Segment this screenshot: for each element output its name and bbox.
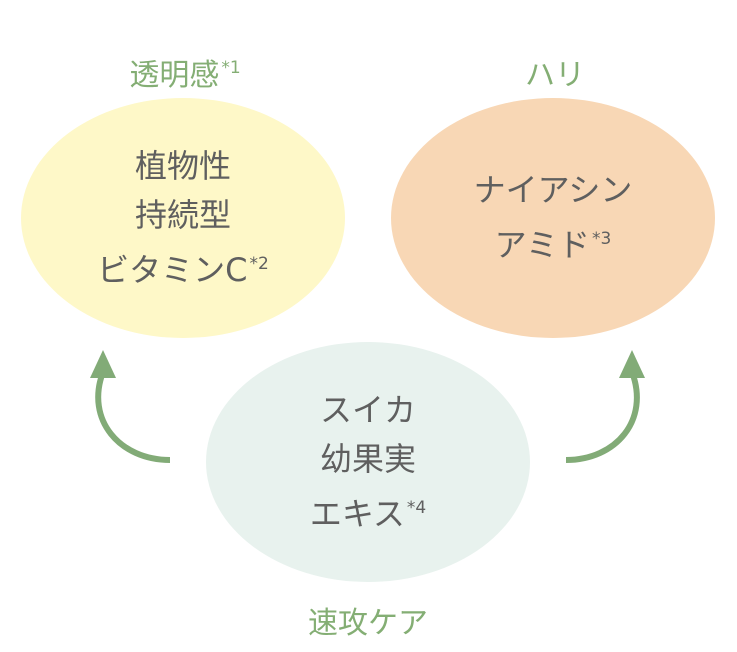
label-firmness: ハリ (525, 58, 585, 93)
label-transparency: 透明感*1 (129, 58, 241, 93)
text-line: 植物性 (134, 146, 231, 185)
text-line: 持続型 (134, 195, 231, 234)
watermelon-extract-ellipse: スイカ 幼果実 エキス*4 (206, 342, 530, 582)
vitamin-c-ellipse: 植物性 持続型 ビタミンC*2 (21, 98, 345, 338)
label-quick-care: 速攻ケア (308, 606, 428, 641)
text-line: 幼果実 (319, 439, 416, 478)
text-line: スイカ (319, 390, 416, 429)
text-line: ナイアシン (473, 171, 633, 209)
right-arrow (565, 350, 645, 463)
text-line: アミド*3 (494, 226, 612, 264)
niacinamide-ellipse: ナイアシン アミド*3 (391, 98, 715, 338)
text-line: ビタミンC*2 (97, 250, 269, 289)
text-line: エキス*4 (309, 494, 427, 533)
left-arrow (90, 350, 171, 463)
